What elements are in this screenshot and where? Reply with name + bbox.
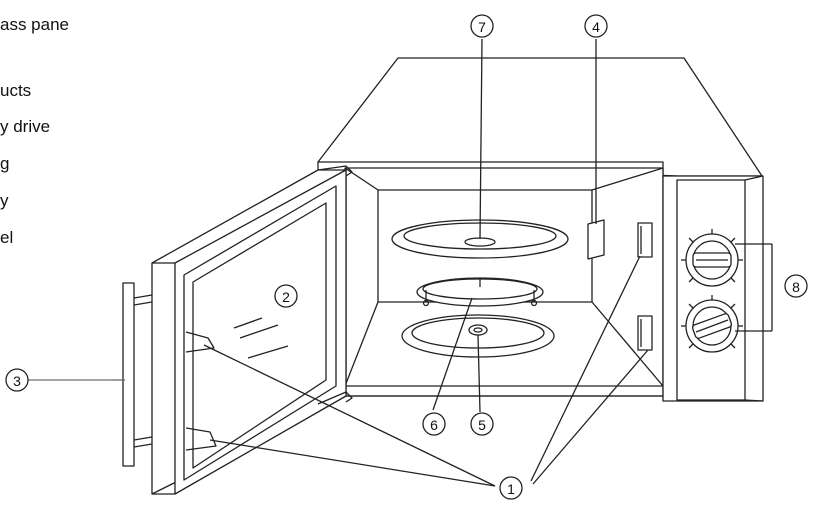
- callout-4-label: 4: [592, 19, 600, 35]
- callout-8-circle: [784, 274, 808, 298]
- door-lock-openings: [637, 222, 653, 351]
- power-knob: [681, 295, 743, 353]
- callout-6-label: 6: [430, 417, 438, 433]
- turntable-shaft: [468, 324, 488, 336]
- callout-1-label: 1: [507, 481, 515, 497]
- callout-3-label: 3: [13, 373, 21, 389]
- callout-8-label: 8: [792, 279, 800, 295]
- legend-item-products: ucts: [0, 81, 32, 100]
- waveguide-cover: [587, 219, 605, 260]
- roller-ring: [416, 277, 544, 307]
- leader-lines: [203, 38, 773, 487]
- door-handle: [122, 282, 153, 467]
- callout-5-label: 5: [478, 417, 486, 433]
- callout-5-circle: [470, 412, 494, 436]
- door-latches: [185, 331, 217, 451]
- callout-1-circle: [499, 476, 523, 500]
- callout-2-label: 2: [282, 289, 290, 305]
- legend-item-drive: y drive: [0, 117, 51, 136]
- timer-knob: [681, 229, 743, 287]
- callout-2-circle: [274, 284, 298, 308]
- callout-4-circle: [584, 14, 608, 38]
- legend-item-tray: y: [0, 191, 9, 210]
- callout-3-circle: [5, 368, 29, 392]
- callout-7-circle: [470, 14, 494, 38]
- door-glass-panel: [233, 317, 289, 359]
- door: [151, 165, 353, 495]
- callout-7-label: 7: [478, 19, 486, 35]
- callout-6-circle: [422, 412, 446, 436]
- legend-item-glass-pane: ass pane: [0, 15, 69, 34]
- parts-legend: ass pane ucts y drive g y el: [0, 0, 120, 506]
- legend-item-panel: el: [0, 228, 14, 247]
- legend-item-ring: g: [0, 154, 10, 173]
